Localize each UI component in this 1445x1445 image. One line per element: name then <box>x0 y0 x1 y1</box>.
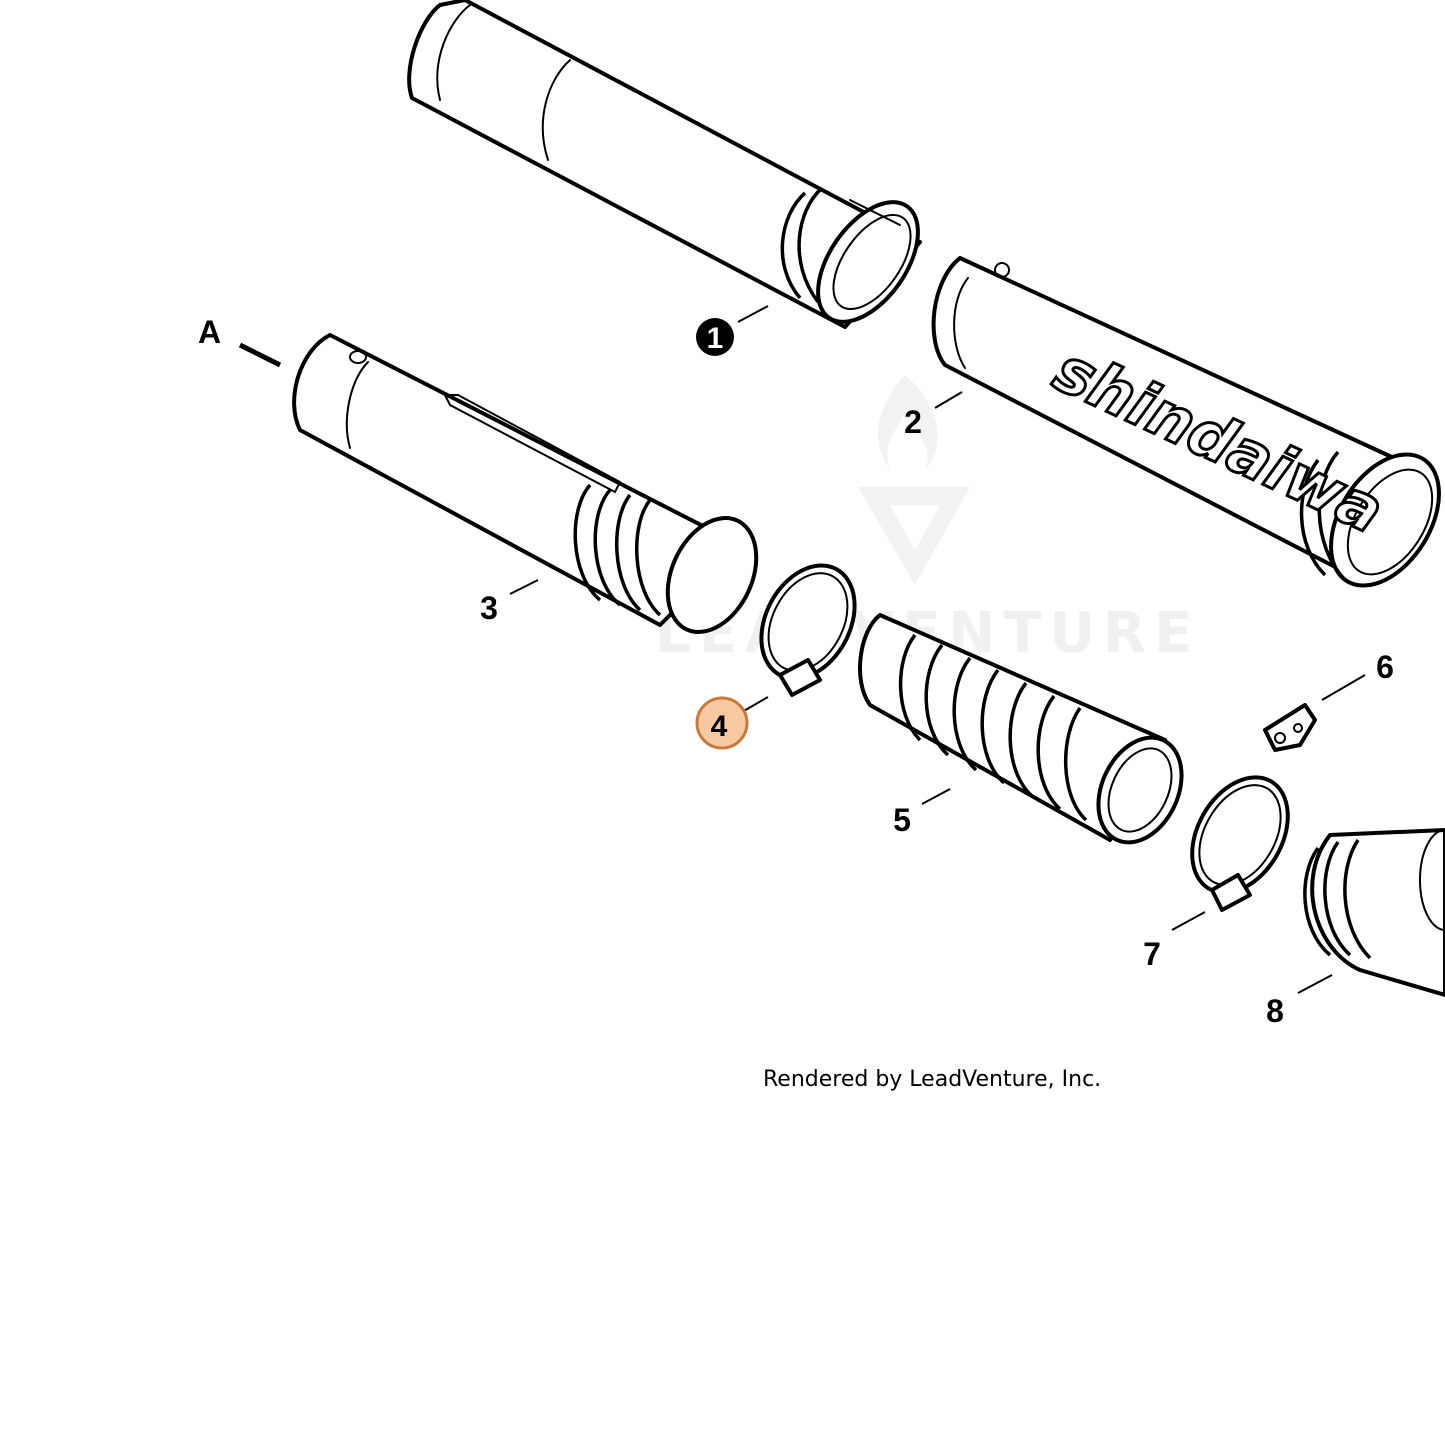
callout-1-badge[interactable] <box>696 318 734 356</box>
part-4-clamp <box>759 563 857 697</box>
part-1-tube <box>407 0 922 329</box>
callout-3[interactable]: 3 <box>480 590 498 626</box>
callout-2[interactable]: 2 <box>904 404 922 440</box>
part-6-clip <box>1263 703 1317 752</box>
callout-4-badge[interactable] <box>695 696 749 750</box>
callout-1[interactable]: 1 <box>707 322 724 355</box>
part-7-clamp <box>1190 775 1290 912</box>
leader-4 <box>741 696 769 713</box>
callout-7[interactable]: 7 <box>1143 936 1161 972</box>
leader-a <box>238 342 282 368</box>
leader-1 <box>737 305 769 323</box>
leader-8 <box>1297 974 1333 994</box>
part-8-elbow <box>1303 828 1445 997</box>
part-5-flex-hose <box>858 613 1184 845</box>
callout-5[interactable]: 5 <box>893 802 911 838</box>
part-2-tube: shindaiwa <box>931 256 1441 588</box>
callout-4[interactable]: 4 <box>711 710 728 743</box>
leader-2 <box>934 391 963 409</box>
callout-a[interactable]: A <box>198 314 221 350</box>
part-3-pipe <box>292 333 759 634</box>
callout-8[interactable]: 8 <box>1266 993 1284 1029</box>
leader-5 <box>921 788 951 805</box>
watermark-logo <box>858 375 970 585</box>
leader-6 <box>1321 674 1366 701</box>
leader-7 <box>1171 911 1206 931</box>
callout-6[interactable]: 6 <box>1376 649 1394 685</box>
leader-3 <box>509 579 539 595</box>
footer-credit: Rendered by LeadVenture, Inc. <box>763 1067 1101 1092</box>
